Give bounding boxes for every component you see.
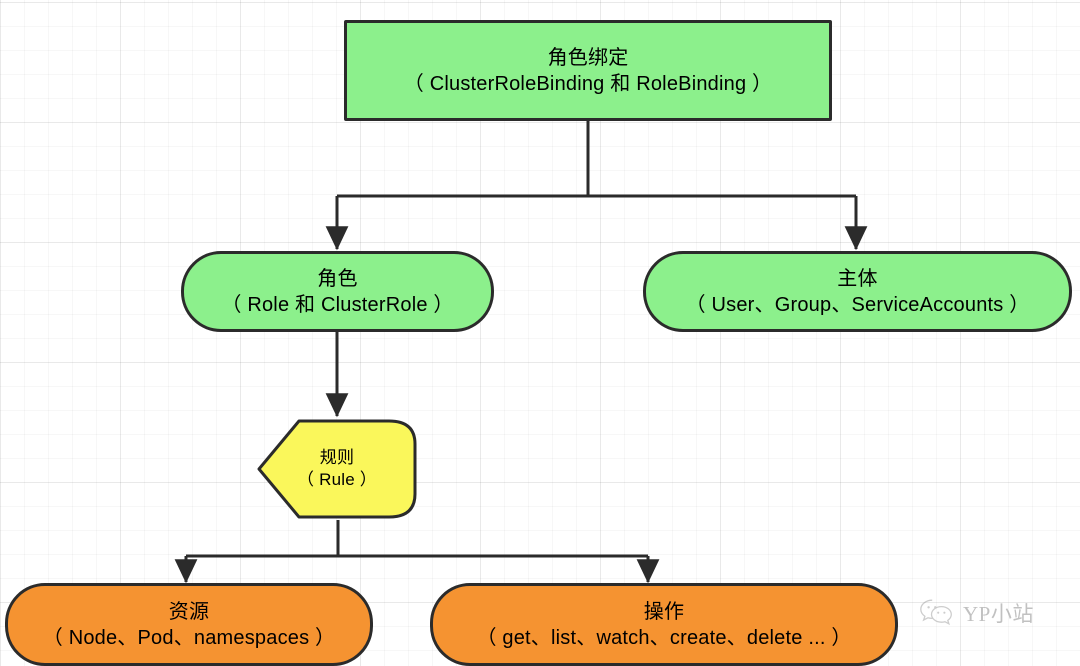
- node-resource-title: 资源: [168, 600, 210, 623]
- node-role-binding[interactable]: 角色绑定 （ ClusterRoleBinding 和 RoleBinding …: [344, 20, 832, 121]
- node-verb-title: 操作: [643, 600, 685, 623]
- node-resource[interactable]: 资源 （ Node、Pod、namespaces ）: [5, 583, 373, 666]
- node-rule-shape: [257, 419, 417, 519]
- node-verb-subtitle: （ get、list、watch、create、delete ... ）: [476, 626, 852, 649]
- node-role-binding-title: 角色绑定: [547, 46, 629, 69]
- edge-rule-split: [186, 520, 648, 558]
- node-role[interactable]: 角色 （ Role 和 ClusterRole ）: [181, 251, 494, 332]
- node-role-title: 角色: [317, 267, 358, 290]
- node-rule-label: 规则 （ Rule ）: [256, 418, 418, 520]
- node-rule[interactable]: 规则 （ Rule ）: [256, 418, 418, 520]
- node-role-binding-subtitle: （ ClusterRoleBinding 和 RoleBinding ）: [403, 72, 773, 95]
- node-subject[interactable]: 主体 （ User、Group、ServiceAccounts ）: [643, 251, 1072, 332]
- node-subject-title: 主体: [837, 267, 878, 290]
- node-rule-title: 规则: [319, 447, 355, 467]
- watermark-text: YP小站: [963, 602, 1034, 626]
- node-rule-subtitle: （ Rule ）: [296, 470, 377, 489]
- node-verb[interactable]: 操作 （ get、list、watch、create、delete ... ）: [430, 583, 898, 666]
- node-subject-subtitle: （ User、Group、ServiceAccounts ）: [685, 293, 1030, 316]
- node-role-subtitle: （ Role 和 ClusterRole ）: [221, 293, 454, 316]
- node-resource-subtitle: （ Node、Pod、namespaces ）: [42, 626, 336, 649]
- edge-rolebinding-split: [337, 121, 856, 198]
- wechat-icon: [920, 599, 952, 626]
- watermark: YP小站: [919, 598, 1034, 628]
